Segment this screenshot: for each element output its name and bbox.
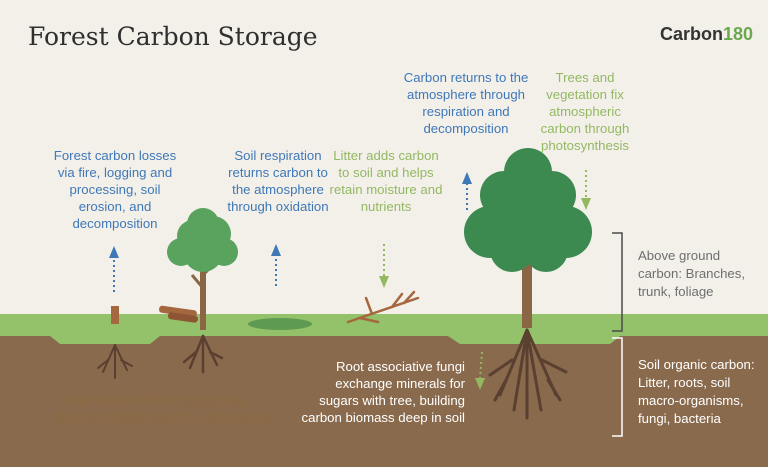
logo-number: 180 [723,24,754,44]
arrow-respiration-up [462,172,472,210]
fallen-branch [346,290,420,324]
arrow-losses-up [109,246,119,292]
credit-prefix: Image adapted from [56,392,184,407]
arrow-photosynthesis-down [581,170,591,210]
label-root-fungi: Root associative fungi exchange minerals… [301,359,465,425]
bracket-above-ground [612,232,623,332]
logs [159,305,198,323]
leaf-litter [248,318,312,330]
page-title: Forest Carbon Storage [28,22,318,51]
label-photosynthesis: Trees and vegetation fix atmospheric car… [540,70,630,153]
stump [111,306,119,324]
arrow-fungi-down [475,351,485,390]
bracket-soil [612,337,623,437]
logo-text: Carbon [660,24,723,44]
label-litter: Litter adds carbon to soil and helps ret… [329,148,443,214]
label-forest-carbon-losses: Forest carbon losses via fire, logging a… [53,148,177,231]
label-soil-organic-carbon: Soil organic carbon: Litter, roots, soil… [638,357,755,426]
image-credit: Image adapted from Minnesota Board of Wa… [56,391,276,425]
arrow-soil-respiration-up [271,244,281,286]
small-tree [167,208,238,330]
credit-source-link[interactable]: Minnesota Board of Water and Soil Resour… [56,392,273,424]
label-above-ground-carbon: Above ground carbon: Branches, trunk, fo… [638,248,746,299]
arrow-litter-down [379,244,389,288]
roots [97,328,568,420]
large-tree [464,148,592,328]
carbon180-logo: Carbon180 [660,24,753,45]
soil-layer [0,336,768,467]
label-carbon-returns: Carbon returns to the atmosphere through… [403,70,529,136]
label-soil-respiration: Soil respiration returns carbon to the a… [227,148,329,214]
